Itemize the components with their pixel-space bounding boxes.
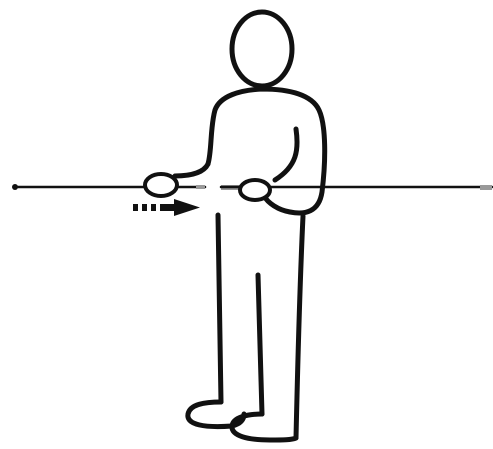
person-left-arm [175,164,208,176]
person-left-leg-outer [218,215,221,402]
person-inner-leg [258,275,262,414]
person-head [232,12,292,86]
arrow-dash-3 [151,204,156,211]
person-right-shoe [232,414,296,440]
person-right-forearm [264,196,290,212]
dashed-arrow-right-icon [133,199,200,216]
person-right-arm [275,129,297,180]
arrow-dash-1 [133,204,138,211]
rod-right-end-cap [480,185,492,190]
person-right-hand [240,180,270,200]
arrow-dash-2 [142,204,147,211]
person-left-hand [145,174,177,196]
arrow-head [174,199,200,216]
person-right-leg-outer [296,216,303,438]
arrow-shaft [160,204,176,211]
rod-left-tip [196,185,205,189]
